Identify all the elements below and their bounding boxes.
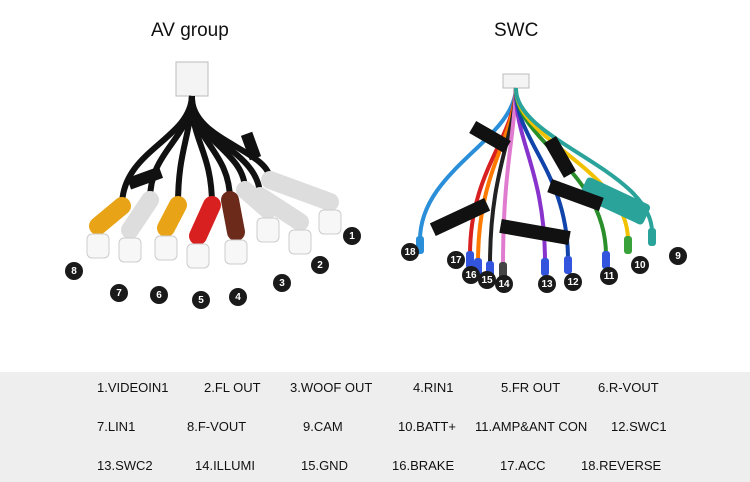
legend-item: 16.BRAKE — [392, 458, 455, 473]
legend-item: 7.LIN1 — [97, 419, 136, 434]
number-badge-1: 1 — [343, 227, 361, 245]
legend-item: 6.R-VOUT — [598, 380, 659, 395]
number-badge-5: 5 — [192, 291, 210, 309]
rca-tip — [318, 209, 342, 235]
camera-connector — [579, 177, 651, 225]
number-badge-9: 9 — [669, 247, 687, 265]
number-badge-18: 18 — [401, 243, 419, 261]
cable-tag — [499, 219, 571, 245]
legend-item: 1.VIDEOIN1 — [97, 380, 169, 395]
connector-plug — [175, 61, 209, 97]
number-badge-10: 10 — [631, 256, 649, 274]
rca-body — [89, 197, 131, 235]
wire-terminal — [624, 236, 632, 254]
av-group-harness — [86, 61, 342, 269]
number-badge-14: 14 — [495, 275, 513, 293]
wire-terminal — [602, 251, 610, 269]
cable — [119, 95, 195, 207]
number-badge-7: 7 — [110, 284, 128, 302]
cable-illustration — [86, 61, 656, 280]
number-badge-11: 11 — [600, 267, 618, 285]
legend-item: 2.FL OUT — [204, 380, 261, 395]
legend-item: 9.CAM — [303, 419, 343, 434]
rca-body — [157, 196, 187, 237]
rca-tip — [118, 237, 142, 263]
rca-tip — [154, 235, 178, 261]
legend-item: 11.AMP&ANT CON — [475, 419, 588, 434]
rca-tip — [256, 217, 280, 243]
rca-body — [221, 191, 245, 241]
legend-item: 12.SWC1 — [611, 419, 667, 434]
number-badge-16: 16 — [462, 266, 480, 284]
legend-item: 14.ILLUMI — [195, 458, 255, 473]
cable-tag — [543, 136, 577, 178]
legend-item: 4.RIN1 — [413, 380, 454, 395]
number-badge-2: 2 — [311, 256, 329, 274]
cable — [188, 95, 215, 206]
av-group-title: AV group — [151, 20, 229, 41]
number-badge-13: 13 — [538, 275, 556, 293]
wire-terminal — [648, 228, 656, 246]
number-badge-8: 8 — [65, 262, 83, 280]
legend-item: 5.FR OUT — [501, 380, 561, 395]
rca-tip — [288, 229, 312, 255]
rca-tip — [186, 243, 210, 269]
legend-item: 15.GND — [301, 458, 348, 473]
cable-tag — [429, 197, 491, 237]
cable-tag — [240, 131, 262, 161]
number-badge-4: 4 — [229, 288, 247, 306]
cable-tag — [126, 166, 164, 190]
legend-panel: 1.VIDEOIN1 2.FL OUT 3.WOOF OUT 4.RIN1 5.FR O… — [0, 372, 750, 482]
wire-terminal — [564, 256, 572, 274]
legend-item: 17.ACC — [500, 458, 546, 473]
number-badge-15: 15 — [478, 271, 496, 289]
number-badge-6: 6 — [150, 286, 168, 304]
rca-body — [121, 191, 159, 239]
rca-body — [236, 181, 277, 219]
number-badge-17: 17 — [447, 251, 465, 269]
cable-tag — [547, 179, 604, 211]
connector-plug — [502, 73, 530, 89]
legend-item: 8.F-VOUT — [187, 419, 247, 434]
legend-item: 3.WOOF OUT — [290, 380, 373, 395]
swc-title: SWC — [494, 20, 539, 41]
wire — [418, 87, 518, 241]
rca-body — [261, 171, 339, 211]
wire-terminal — [466, 251, 474, 269]
cable-tag — [469, 120, 511, 154]
wire-terminal — [541, 258, 549, 276]
legend-item: 13.SWC2 — [97, 458, 153, 473]
number-badge-12: 12 — [564, 273, 582, 291]
legend-item: 18.REVERSE — [581, 458, 662, 473]
number-badge-3: 3 — [273, 274, 291, 292]
legend-item: 10.BATT+ — [398, 419, 456, 434]
rca-body — [189, 196, 221, 245]
rca-tip — [224, 239, 248, 265]
rca-tip — [86, 233, 110, 259]
swc-harness — [416, 73, 656, 280]
